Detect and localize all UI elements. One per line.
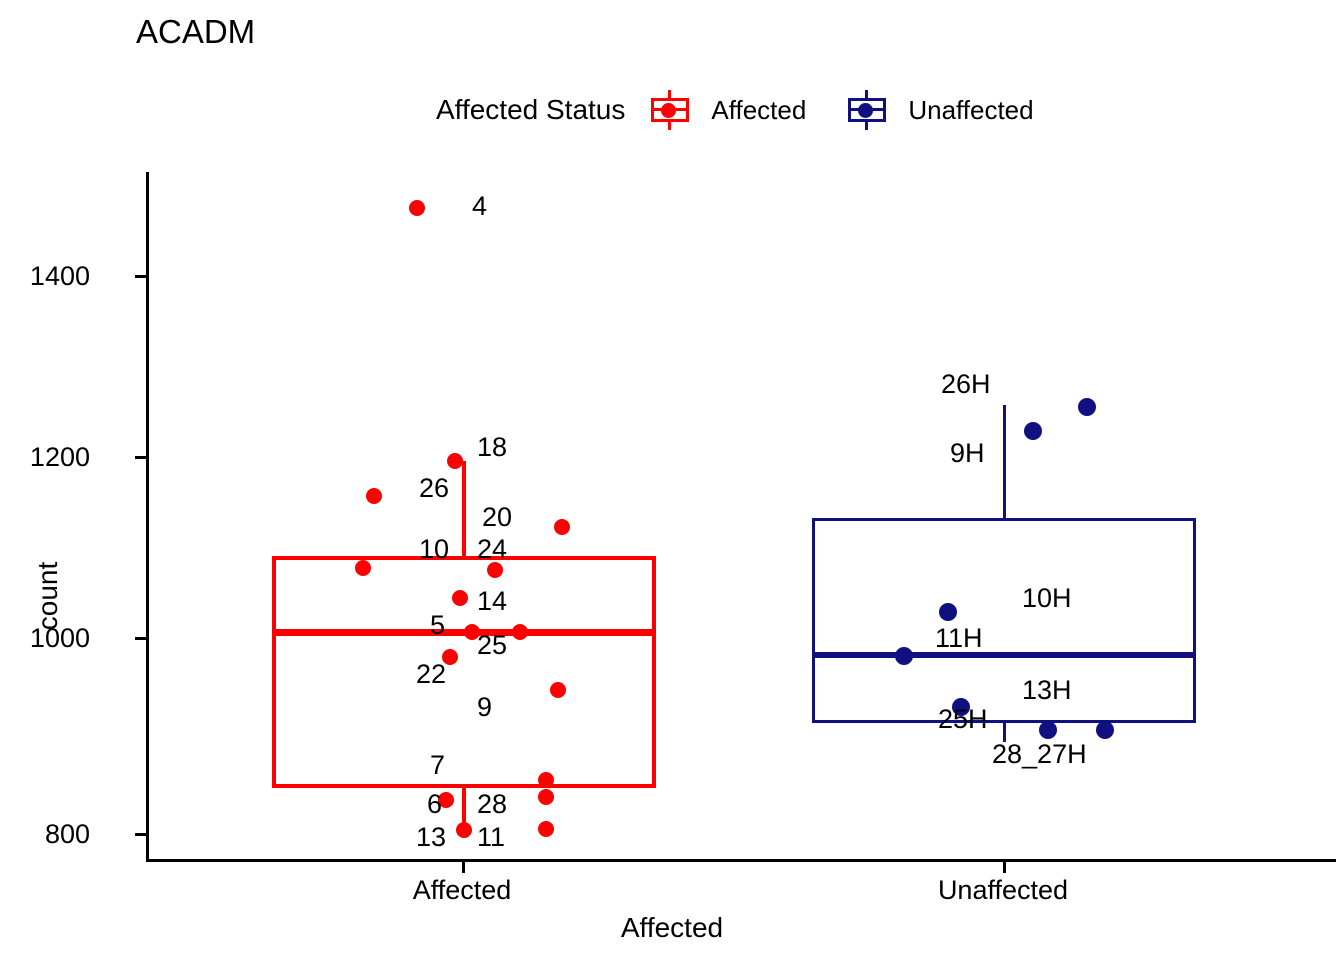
legend-title: Affected Status xyxy=(436,94,626,125)
data-point-label-4: 4 xyxy=(472,191,488,221)
x-axis-title: Affected xyxy=(620,912,724,943)
data-point-28_27H[interactable] xyxy=(1096,721,1114,739)
data-point-26[interactable] xyxy=(366,488,382,504)
data-point-label-9H: 9H xyxy=(950,438,985,468)
whisker-upper-unaffected xyxy=(1003,405,1006,518)
legend-point-icon xyxy=(661,103,677,118)
y-tick-label-1000: 1000 xyxy=(29,623,90,653)
data-point-5[interactable] xyxy=(464,624,480,640)
data-point-13H[interactable] xyxy=(952,698,970,716)
y-tick-mark xyxy=(135,637,147,640)
data-point-9[interactable] xyxy=(550,682,566,698)
x-axis-line xyxy=(146,859,1336,862)
legend-label-affected: Affected xyxy=(711,95,807,125)
data-point-25[interactable] xyxy=(512,624,528,640)
y-tick-mark xyxy=(135,833,147,836)
data-point-label-24: 24 xyxy=(477,534,508,564)
data-point-10[interactable] xyxy=(355,560,371,576)
data-point-11[interactable] xyxy=(538,821,554,837)
data-point-label-11H: 11H xyxy=(935,623,983,653)
data-point-label-26: 26 xyxy=(419,473,450,503)
median-unaffected xyxy=(812,652,1196,658)
whisker-lower-unaffected xyxy=(1003,723,1006,742)
data-point-label-28_27H: 28_27H xyxy=(992,739,1087,769)
data-point-label-18: 18 xyxy=(477,432,508,462)
data-point-label-20: 20 xyxy=(482,502,513,532)
y-axis-line xyxy=(146,172,149,862)
y-tick-mark xyxy=(135,456,147,459)
data-point-label-28: 28 xyxy=(477,789,508,819)
data-point-20[interactable] xyxy=(554,519,570,535)
data-point-label-7: 7 xyxy=(430,750,446,780)
data-point-26H[interactable] xyxy=(1078,398,1096,416)
data-point-24[interactable] xyxy=(487,562,503,578)
legend-key-unaffected[interactable] xyxy=(840,90,894,130)
x-tick-mark xyxy=(462,862,465,873)
legend: Affected Status Affected Unaffected xyxy=(436,88,1034,132)
data-point-label-9: 9 xyxy=(477,692,493,722)
data-point-4[interactable] xyxy=(409,200,425,216)
y-tick-label-1200: 1200 xyxy=(29,442,90,472)
x-tick-label-unaffected: Unaffected xyxy=(937,875,1069,905)
y-tick-label-800: 800 xyxy=(44,819,90,849)
data-point-label-13: 13 xyxy=(416,822,447,852)
x-tick-mark xyxy=(1003,862,1006,873)
data-point-label-5: 5 xyxy=(430,610,446,640)
legend-label-unaffected: Unaffected xyxy=(908,95,1034,125)
y-tick-mark xyxy=(135,275,147,278)
page-title: ACADM xyxy=(136,13,256,50)
data-point-label-13H: 13H xyxy=(1022,675,1072,705)
data-point-label-11: 11 xyxy=(477,822,506,852)
data-point-label-14: 14 xyxy=(477,586,508,616)
data-point-11H[interactable] xyxy=(895,647,913,665)
data-point-label-26H: 26H xyxy=(941,369,991,399)
data-point-7[interactable] xyxy=(538,772,554,788)
x-tick-label-affected: Affected xyxy=(412,875,512,905)
whisker-lower-affected xyxy=(462,788,466,831)
data-point-label-25: 25 xyxy=(477,630,508,660)
whisker-upper-affected xyxy=(462,461,466,556)
data-point-28[interactable] xyxy=(538,789,554,805)
data-point-13[interactable] xyxy=(456,822,472,838)
data-point-label-22: 22 xyxy=(416,659,447,689)
y-tick-label-1400: 1400 xyxy=(29,261,90,291)
data-point-25H[interactable] xyxy=(1039,721,1057,739)
box-affected xyxy=(272,556,656,788)
legend-point-icon xyxy=(858,103,874,118)
box-unaffected xyxy=(812,518,1196,723)
data-point-label-25H: 25H xyxy=(938,704,988,734)
legend-key-affected[interactable] xyxy=(643,90,697,130)
data-point-label-10: 10 xyxy=(419,534,450,564)
data-point-14[interactable] xyxy=(452,590,468,606)
data-point-9H[interactable] xyxy=(1024,422,1042,440)
data-point-label-6: 6 xyxy=(427,789,443,819)
data-point-18[interactable] xyxy=(447,453,463,469)
data-point-22[interactable] xyxy=(442,649,458,665)
data-point-6[interactable] xyxy=(438,792,454,808)
data-point-label-10H: 10H xyxy=(1022,583,1072,613)
data-point-10H[interactable] xyxy=(939,603,957,621)
